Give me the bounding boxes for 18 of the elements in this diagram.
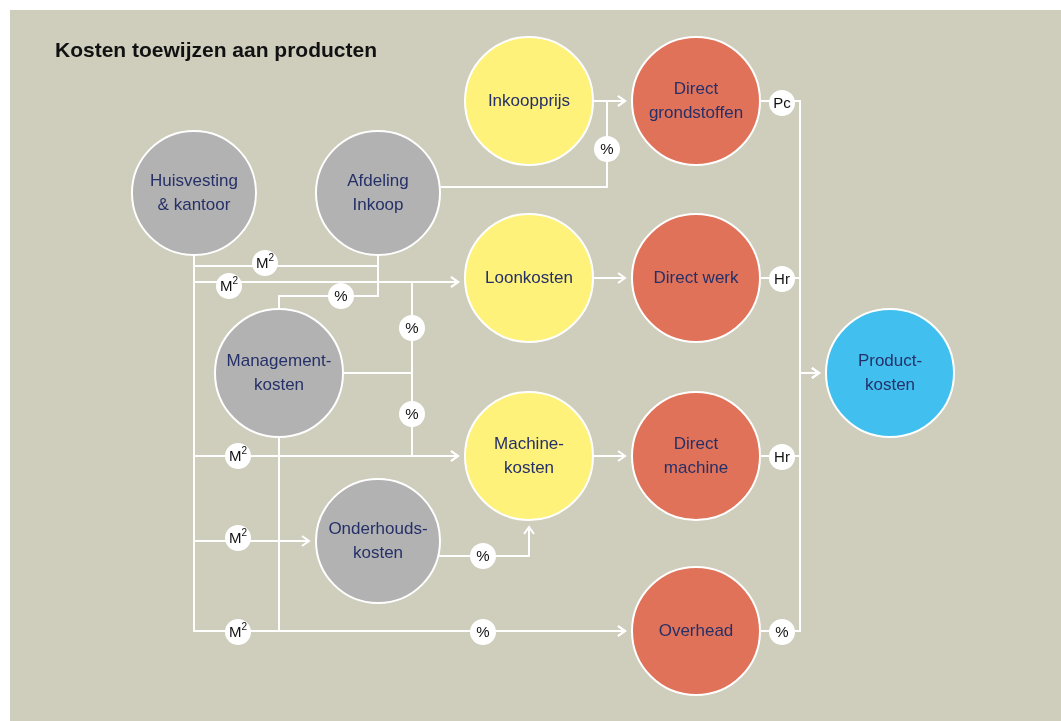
node-label: Loonkosten <box>484 267 574 290</box>
diagram-title: Kosten toewijzen aan producten <box>55 38 378 62</box>
node-label: Inkoopprijs <box>486 90 572 113</box>
node-label: Machine- kosten <box>493 433 565 479</box>
arrow <box>760 367 820 632</box>
node-label: Direct machine <box>662 433 730 479</box>
node-label: Onderhouds- kosten <box>327 518 429 564</box>
node-label: Management- kosten <box>225 350 333 396</box>
arrow <box>278 437 626 637</box>
node-label: Afdeling Inkoop <box>346 170 410 216</box>
arrow <box>593 450 626 462</box>
node-label: Direct grondstoffen <box>647 78 745 124</box>
node-label: Direct werk <box>652 267 740 290</box>
node-label: Product- kosten <box>856 350 924 396</box>
node-label: Huisvesting & kantoor <box>149 170 239 216</box>
arrow <box>593 95 626 107</box>
node-label: Overhead <box>657 620 735 643</box>
arrow <box>593 272 626 284</box>
